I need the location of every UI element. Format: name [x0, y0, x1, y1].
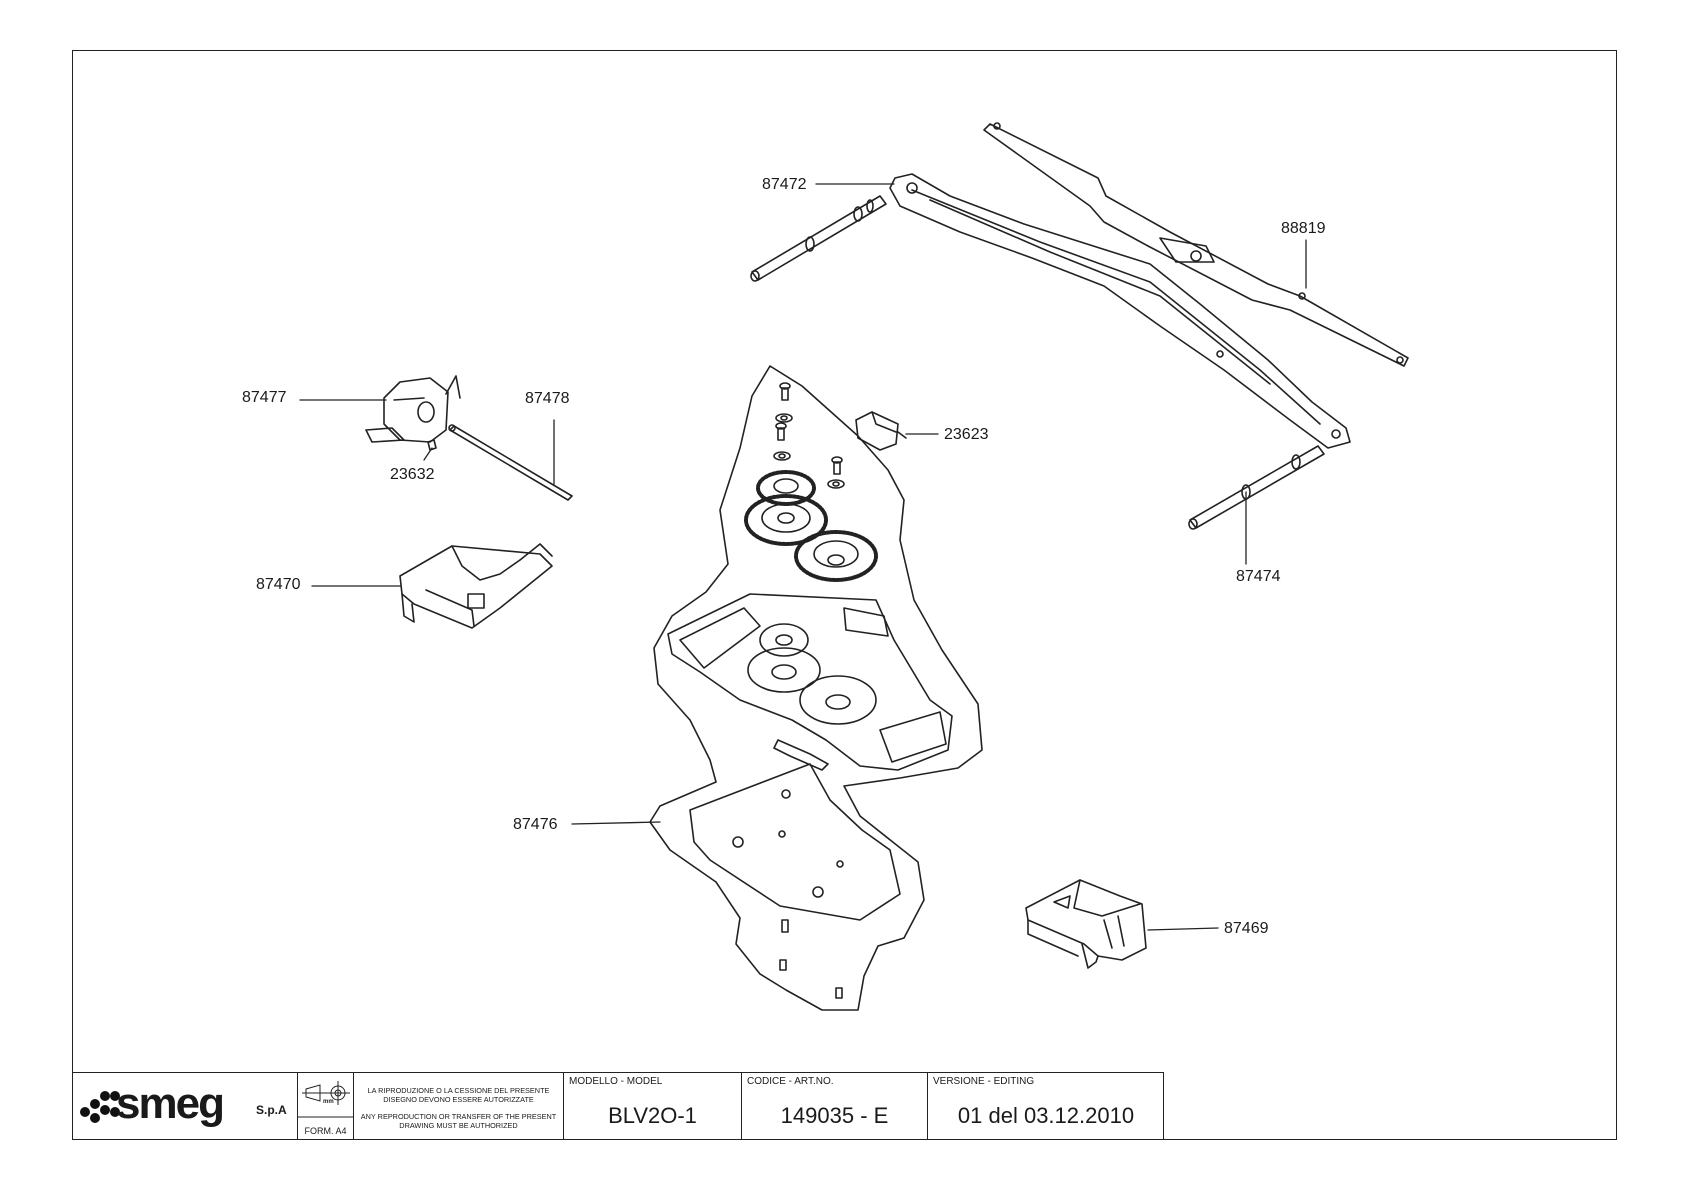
part-87472-shaft [750, 195, 887, 282]
part-label-87470: 87470 [256, 576, 301, 593]
part-87474-shaft [1188, 445, 1325, 530]
legal-notice-italian: LA RIPRODUZIONE O LA CESSIONE DEL PRESEN… [367, 1086, 550, 1104]
part-label-87477: 87477 [242, 389, 287, 406]
version-cell: VERSIONE - EDITING 01 del 03.12.2010 [928, 1073, 1164, 1140]
part-23623-microswitch [855, 411, 907, 451]
form-size-label: FORM. A4 [304, 1126, 347, 1136]
part-label-87469: 87469 [1224, 920, 1269, 937]
version-caption: VERSIONE - EDITING [933, 1076, 1035, 1087]
part-label-88819: 88819 [1281, 220, 1326, 237]
base-tray [667, 593, 953, 771]
drawing-frame [72, 50, 1617, 1140]
projection-cell: mm FORM. A4 [298, 1073, 354, 1140]
code-value: 149035 - E [780, 1103, 889, 1128]
code-cell: CODICE - ART.NO. 149035 - E [742, 1073, 928, 1140]
projection-symbol-icon [298, 1081, 354, 1118]
legal-notice-cell: LA RIPRODUZIONE O LA CESSIONE DEL PRESEN… [354, 1073, 564, 1140]
smeg-logo: smeg S.p.A [80, 1079, 290, 1131]
part-87472-rail [889, 173, 1351, 449]
model-cell: MODELLO - MODEL BLV2O-1 [564, 1073, 742, 1140]
part-label-23632: 23632 [390, 466, 435, 483]
logo-wordmark: smeg [116, 1079, 225, 1128]
part-87478-rod [448, 424, 573, 501]
company-suffix: S.p.A [256, 1103, 287, 1117]
base-plate [689, 763, 901, 999]
model-caption: MODELLO - MODEL [569, 1076, 663, 1087]
version-value: 01 del 03.12.2010 [957, 1103, 1135, 1128]
title-block: smeg S.p.A mm FORM. A4 LA RIPRODUZIONE O… [72, 1072, 1164, 1140]
part-23632-pin [427, 439, 437, 451]
part-label-23623: 23623 [944, 426, 989, 443]
part-88819-strip [983, 122, 1409, 367]
part-label-87474: 87474 [1236, 568, 1281, 585]
part-label-87476: 87476 [513, 816, 558, 833]
code-caption: CODICE - ART.NO. [747, 1076, 834, 1087]
legal-notice-english: ANY REPRODUCTION OR TRANSFER OF THE PRES… [360, 1112, 557, 1130]
part-87477-motor [365, 375, 461, 443]
company-logo-cell: smeg S.p.A [72, 1073, 298, 1140]
part-label-87478: 87478 [525, 390, 570, 407]
part-87470-bracket [399, 543, 553, 629]
screws-washers [773, 382, 845, 489]
model-value: BLV2O-1 [608, 1103, 697, 1128]
part-87469-bracket [1025, 879, 1147, 969]
leader-lines [299, 183, 1307, 931]
part-label-87472: 87472 [762, 176, 807, 193]
part-87476-outline [649, 365, 983, 1011]
gears [744, 470, 878, 582]
unit-label: mm [323, 1099, 334, 1105]
